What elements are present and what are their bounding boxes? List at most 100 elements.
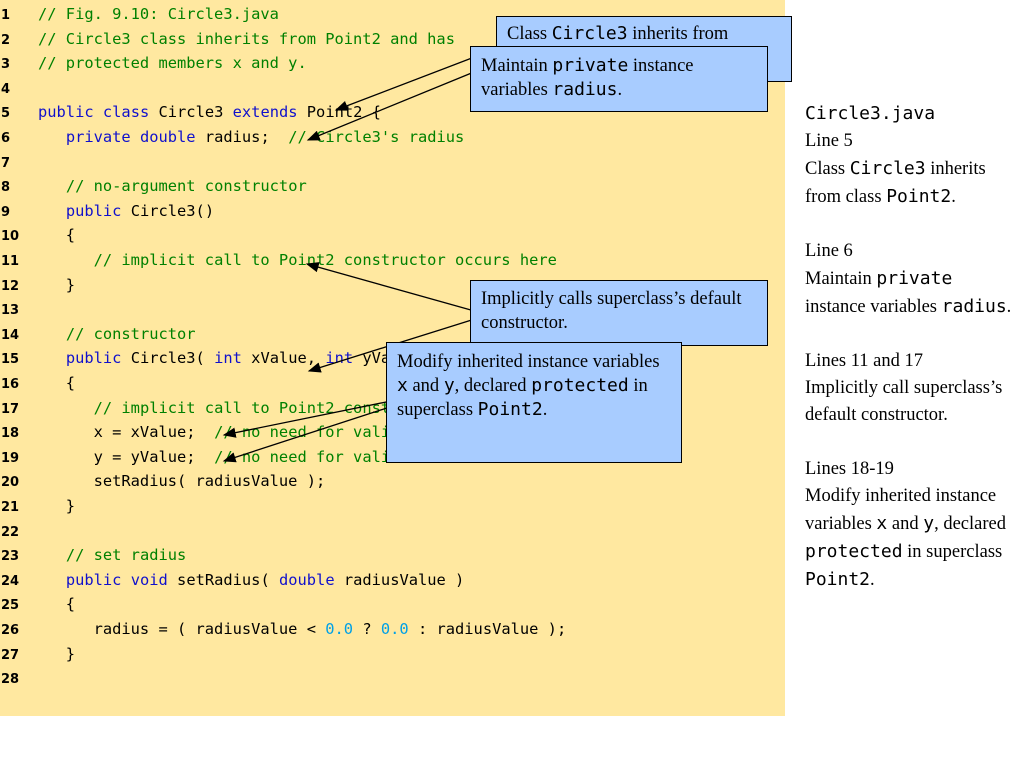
callout-text: Class — [507, 24, 552, 44]
code-token: radius = ( radiusValue < — [38, 620, 326, 638]
code-text: // set radius — [38, 546, 186, 564]
code-token: Circle3 — [149, 103, 233, 122]
callout-text: instance variables — [481, 56, 694, 100]
sidebar-text: radius — [941, 296, 1007, 317]
code-token: setRadius( — [167, 570, 279, 589]
callout-text: . — [542, 400, 548, 420]
sidebar-text: Circle3.java — [805, 103, 936, 124]
code-text: // Circle3 class inherits from Point2 an… — [38, 30, 455, 48]
code-token — [38, 177, 66, 195]
code-token: setRadius( radiusValue ); — [38, 472, 326, 491]
line-number: 13 — [1, 303, 20, 319]
comment: // Circle3 class inherits from Point2 an… — [38, 29, 455, 48]
code-token — [38, 546, 66, 564]
code-token — [38, 325, 66, 343]
sidebar-text: . — [870, 570, 875, 590]
code-token: Circle3() — [121, 201, 215, 220]
line-number: 3 — [1, 57, 11, 73]
code-text: public Circle3() — [38, 202, 214, 220]
code-token: } — [38, 275, 76, 294]
callout-text: , declared — [454, 376, 532, 396]
code-token: radiusValue ) — [334, 570, 465, 589]
line-number: 6 — [1, 131, 11, 146]
sidebar-text: Point2 — [886, 186, 952, 207]
code-token — [94, 103, 103, 121]
sidebar-text: Class — [805, 159, 850, 179]
code-token: x = xValue; — [38, 423, 215, 442]
sidebar-text: Lines 11 and 17 — [805, 351, 924, 371]
line-number: 10 — [1, 229, 20, 245]
code-token: } — [38, 497, 76, 515]
sidebar-text: Maintain — [805, 269, 877, 289]
keyword: public — [38, 103, 94, 122]
line-number: 16 — [1, 377, 20, 392]
line-number: 26 — [1, 623, 20, 638]
line-number: 7 — [1, 155, 11, 171]
keyword: extends — [232, 103, 298, 122]
sidebar-text: Modify inherited instance variables — [805, 486, 997, 534]
comment: // set radius — [65, 546, 187, 565]
line-number: 20 — [1, 475, 20, 491]
code-text: { — [38, 374, 75, 392]
keyword: public — [65, 570, 122, 589]
line-number: 15 — [1, 352, 20, 368]
code-text: x = xValue; // no need for validation — [38, 423, 446, 441]
sidebar-text: , declared — [934, 514, 1006, 534]
sidebar-text: Line 5 — [805, 131, 853, 151]
line-number: 1 — [1, 8, 11, 23]
keyword: double — [278, 570, 335, 589]
callout-private: Maintain private instance variables radi… — [470, 46, 768, 112]
callout-text: private — [552, 55, 629, 76]
keyword: class — [102, 103, 150, 122]
sidebar-text: instance variables — [805, 297, 942, 317]
code-token: { — [38, 226, 76, 245]
sidebar-text: and — [887, 514, 924, 534]
code-text: } — [38, 497, 75, 515]
comment: // protected members x and y. — [38, 54, 307, 73]
keyword: void — [130, 570, 168, 589]
line-number: 23 — [1, 549, 20, 565]
comment: // Circle3's radius — [288, 128, 465, 146]
code-token — [38, 399, 94, 417]
keyword: public — [65, 349, 122, 368]
line-number: 8 — [1, 180, 11, 196]
callout-text: protected — [531, 375, 629, 396]
line-number: 9 — [1, 204, 11, 220]
code-text: { — [38, 595, 75, 613]
code-token: xValue, — [241, 349, 326, 368]
keyword: public — [65, 201, 122, 220]
callout-text: x — [397, 375, 408, 396]
code-token: Point2 { — [297, 103, 381, 122]
sidebar-text: Circle3 — [849, 158, 926, 179]
comment: // Fig. 9.10: Circle3.java — [38, 5, 279, 23]
code-token: } — [38, 644, 76, 663]
line-number: 19 — [1, 450, 20, 466]
callout-text: . — [617, 80, 623, 100]
sidebar-text: y — [923, 513, 935, 534]
line-number: 17 — [1, 401, 20, 417]
callout-text: Modify inherited instance variables — [397, 352, 660, 372]
line-number: 27 — [1, 647, 20, 663]
code-text: private double radius; // Circle3's radi… — [38, 128, 465, 146]
code-token — [131, 128, 140, 146]
line-number: 28 — [1, 672, 20, 688]
code-token: Circle3( — [121, 349, 215, 368]
sidebar-text: Implicitly call superclass’s default con… — [805, 378, 1003, 425]
code-text: // implicit call to Point2 constructor o… — [38, 251, 557, 269]
code-text: y = yValue; // no need for validation — [38, 448, 446, 466]
sidebar-text: . — [951, 187, 956, 207]
keyword: double — [139, 128, 196, 146]
number-literal: 0.0 — [380, 620, 409, 638]
number-literal: 0.0 — [325, 620, 354, 638]
code-text: } — [38, 276, 75, 294]
code-token — [38, 251, 94, 269]
comment: // no-argument constructor — [65, 177, 307, 196]
code-text: // Fig. 9.10: Circle3.java — [38, 5, 279, 23]
line-number: 18 — [1, 426, 20, 442]
callout-text: inherits from — [627, 24, 729, 44]
code-text: { — [38, 226, 75, 244]
